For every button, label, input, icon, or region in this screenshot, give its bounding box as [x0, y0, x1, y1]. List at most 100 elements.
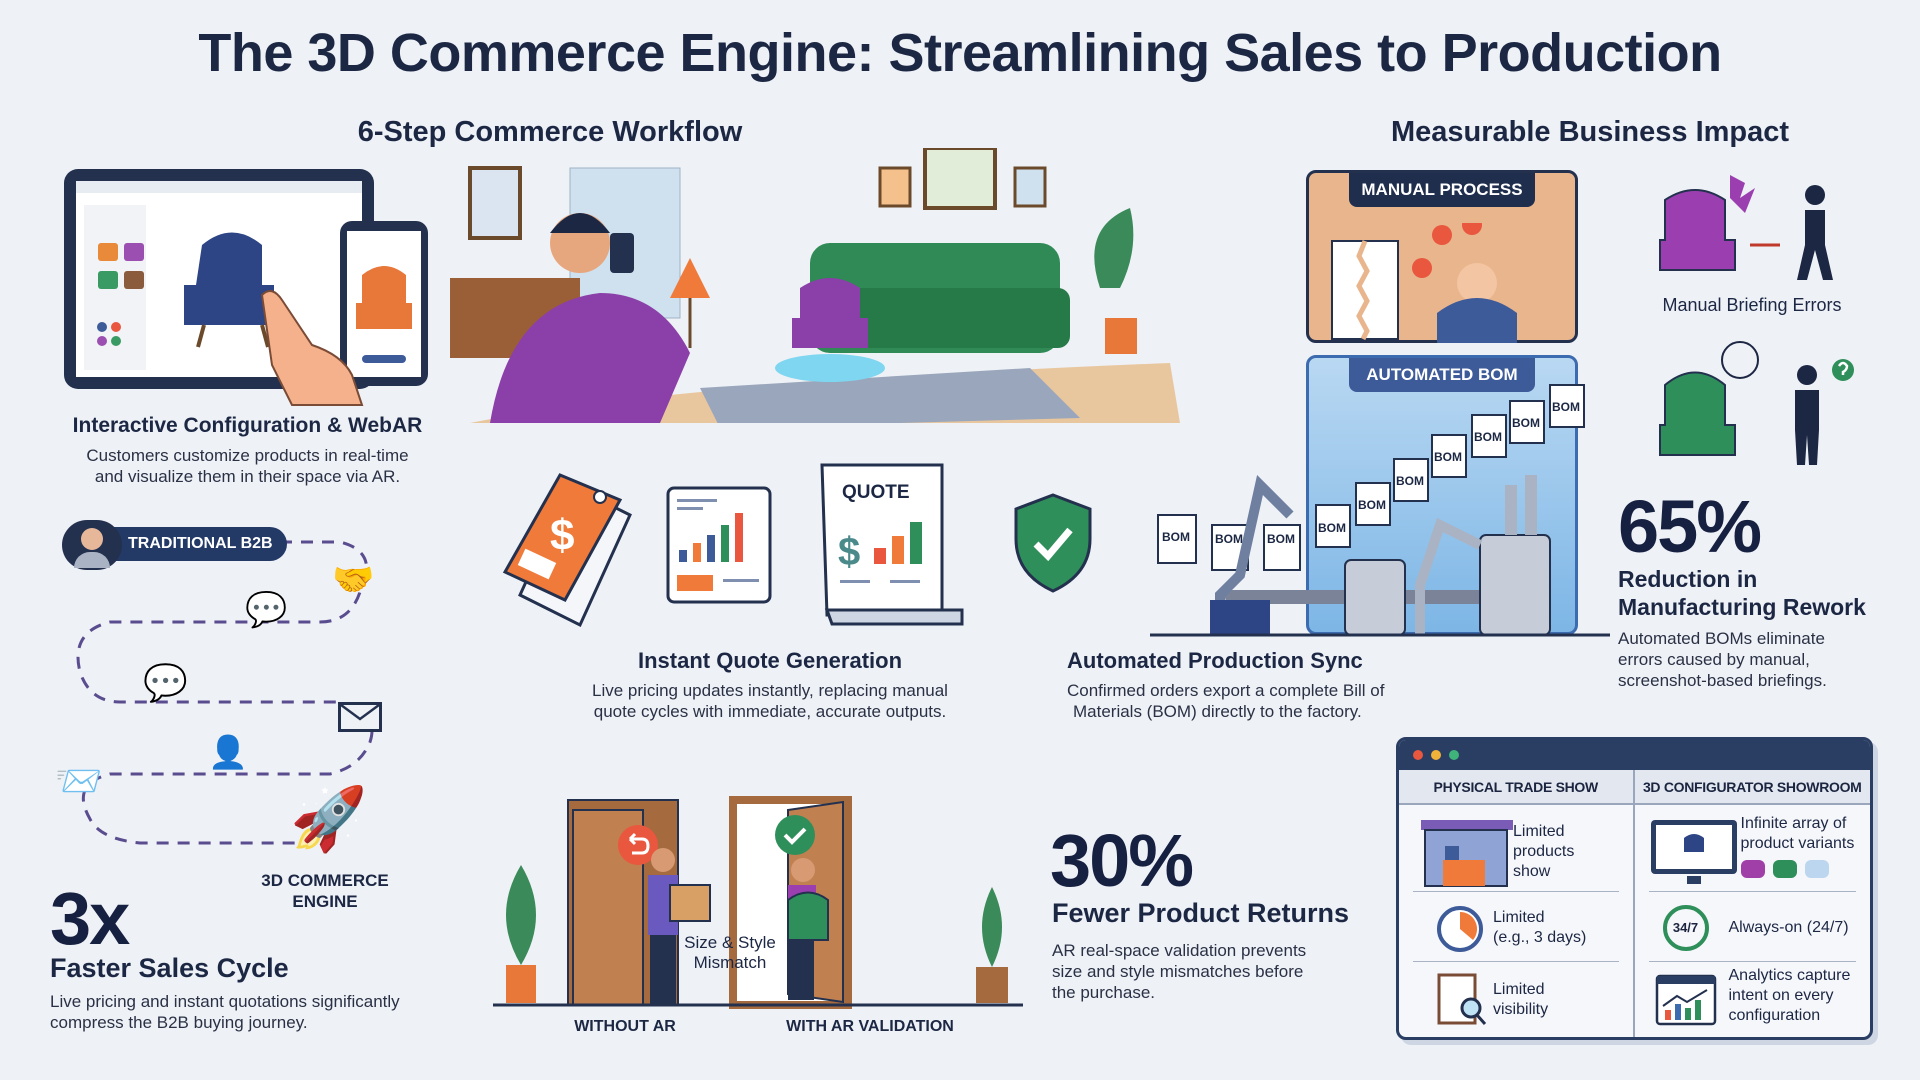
rework-stat-title-1: Reduction in	[1618, 566, 1758, 592]
returns-stat-desc-2: size and style mismatches before	[1052, 962, 1304, 981]
bom-doc-icon: BOM	[1549, 384, 1585, 428]
configurator-text: Analytics capture	[1728, 967, 1851, 984]
text-line: BOM	[1318, 521, 1346, 535]
bom-doc-icon: BOM	[1263, 524, 1301, 571]
handshake-icon: 🤝	[332, 561, 375, 599]
quote-document-icon: QUOTE $	[820, 463, 964, 626]
text-line: BOM	[1358, 498, 1386, 512]
step-production-desc-2: Materials (BOM) directly to the factory.	[1073, 702, 1362, 721]
without-ar-label: WITHOUT AR	[574, 1018, 676, 1035]
step-config-desc-1: Customers customize products in real-tim…	[86, 446, 409, 465]
text-line: BOM	[1434, 450, 1462, 464]
trade-show-text: products	[1513, 843, 1575, 860]
bom-doc-icon: BOM	[1355, 482, 1391, 526]
bom-doc-icon: BOM	[1509, 400, 1545, 444]
window-titlebar	[1399, 740, 1870, 770]
quote-label: QUOTE	[842, 482, 910, 503]
rework-stat-desc-2: errors caused by manual,	[1618, 650, 1810, 669]
step-config-title: Interactive Configuration & WebAR	[72, 414, 423, 437]
always-on-cycle-icon: 34/7	[1662, 905, 1709, 951]
bom-doc-icon: BOM	[1393, 458, 1429, 502]
close-dot-icon	[1413, 750, 1423, 760]
open-envelope-icon: 📨	[55, 761, 103, 803]
living-room-ar-illustration	[450, 148, 1180, 423]
manual-briefing-errors-label: Manual Briefing Errors	[1662, 295, 1842, 315]
trade-show-text: Limited	[1493, 909, 1545, 926]
pricing-chart-card-icon	[666, 486, 772, 604]
configurator-text: Always-on (24/7)	[1728, 919, 1849, 936]
mismatch-label-2: Mismatch	[693, 953, 767, 972]
confused-customer-icon	[1659, 341, 1854, 465]
with-ar-label: WITH AR VALIDATION	[786, 1018, 954, 1035]
text-line: BOM	[1162, 530, 1190, 544]
workflow-heading: 6-Step Commerce Workflow	[357, 116, 743, 148]
svg-text:$: $	[550, 511, 574, 560]
engine-label-2: ENGINE	[292, 892, 358, 911]
manual-process-panel: MANUAL PROCESS	[1306, 170, 1578, 343]
b2b-journey-path	[76, 540, 374, 845]
configurator-header: 3D CONFIGURATOR SHOWROOM	[1634, 770, 1870, 805]
sales-stat-title: Faster Sales Cycle	[50, 953, 289, 983]
returns-stat-desc-3: the purchase.	[1052, 983, 1156, 1002]
impact-heading: Measurable Business Impact	[1390, 116, 1790, 148]
clipboard-search-icon	[1437, 973, 1487, 1025]
manual-process-label: MANUAL PROCESS	[1349, 173, 1535, 207]
engine-label-1: 3D COMMERCE	[261, 871, 389, 890]
chat-bubbles-icon: 💬	[143, 662, 188, 703]
trade-show-text: visibility	[1493, 1001, 1549, 1018]
trade-show-text: Limited	[1493, 981, 1545, 998]
user-avatar-icon	[62, 520, 122, 570]
rocket-icon: 🚀	[290, 785, 368, 854]
monitor-configurator-icon	[1650, 820, 1737, 884]
configurator-text: product variants	[1740, 835, 1855, 852]
rework-stat-desc-1: Automated BOMs eliminate	[1618, 629, 1825, 648]
configurator-showroom-column: 3D CONFIGURATOR SHOWROOM Infinite array …	[1634, 770, 1870, 1037]
step-quote-title: Instant Quote Generation	[637, 648, 903, 673]
trade-show-text: Limited	[1513, 823, 1565, 840]
sales-stat-desc-1: Live pricing and instant quotations sign…	[50, 992, 400, 1011]
analytics-chart-icon	[1655, 974, 1716, 1026]
configurator-row: Analytics capture intent on every configur…	[1649, 964, 1857, 1032]
returns-stat-desc-1: AR real-space validation prevents	[1052, 941, 1307, 960]
price-tag-icon: $	[502, 473, 632, 628]
automated-bom-label: AUTOMATED BOM	[1349, 358, 1535, 392]
trade-show-header: PHYSICAL TRADE SHOW	[1399, 770, 1633, 805]
frustrated-person-illustration	[1331, 223, 1517, 343]
returns-stat-value: 30%	[1050, 819, 1194, 902]
user-payment-icon: 👤	[208, 734, 248, 770]
chat-bubble-icon: 💬	[245, 591, 288, 629]
configurator-text: Infinite array of	[1740, 815, 1847, 832]
svg-text:$: $	[838, 530, 860, 574]
clock-icon	[1437, 906, 1483, 952]
sales-stat-value: 3x	[50, 877, 130, 960]
minimize-dot-icon	[1431, 750, 1441, 760]
configurator-text: intent on every	[1728, 987, 1834, 1004]
rework-stat-desc-3: screenshot-based briefings.	[1618, 671, 1827, 690]
text-line: BOM	[1267, 532, 1295, 546]
ar-returns-doors-illustration	[493, 796, 1023, 1009]
factory-bom-illustration: BOM BOM BOM BOM BOM BOM BOM BOM BOM BOM	[1150, 384, 1610, 637]
envelope-icon	[338, 702, 382, 732]
step-quote-desc-2: quote cycles with immediate, accurate ou…	[593, 702, 947, 721]
step-production-title: Automated Production Sync	[1067, 648, 1363, 673]
text-line: BOM	[1396, 474, 1424, 488]
variant-swatches	[1740, 860, 1829, 878]
text-line: BOM	[1512, 416, 1540, 430]
page-title: The 3D Commerce Engine: Streamlining Sal…	[198, 23, 1722, 83]
sales-stat-desc-2: compress the B2B buying journey.	[50, 1013, 308, 1032]
bom-doc-icon: BOM	[1157, 514, 1197, 564]
shield-check-icon	[1014, 493, 1092, 593]
trade-show-row: Limited(e.g., 3 days)	[1413, 894, 1619, 962]
configurator-text: configuration	[1728, 1007, 1821, 1024]
text-line: BOM	[1215, 532, 1243, 546]
broken-chair-error-icon	[1659, 175, 1833, 280]
maximize-dot-icon	[1449, 750, 1459, 760]
bom-doc-icon: BOM	[1431, 434, 1467, 478]
rework-stat-title-2: Manufacturing Rework	[1618, 594, 1866, 620]
bom-doc-icon: BOM	[1471, 414, 1507, 458]
trade-show-row: Limited visibility	[1413, 964, 1619, 1032]
step-production-desc-1: Confirmed orders export a complete Bill …	[1067, 681, 1385, 700]
